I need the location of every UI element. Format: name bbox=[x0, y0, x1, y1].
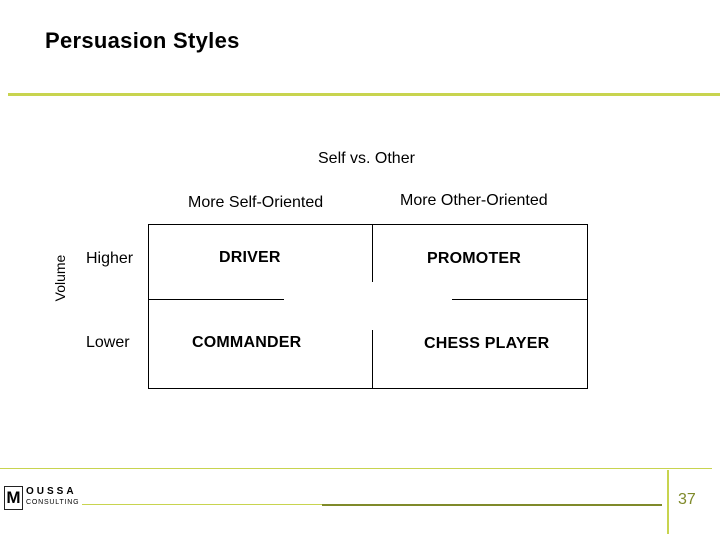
footer-rule-dark bbox=[322, 504, 662, 506]
top-axis-label: Self vs. Other bbox=[318, 150, 415, 167]
column-header-other: More Other-Oriented bbox=[400, 192, 548, 209]
cell-driver: DRIVER bbox=[219, 249, 281, 266]
logo-subtitle: CONSULTING bbox=[26, 499, 80, 506]
cell-chess-player: CHESS PLAYER bbox=[424, 335, 550, 352]
row-header-lower: Lower bbox=[86, 334, 130, 351]
company-logo: M OUSSA CONSULTING bbox=[4, 486, 80, 514]
row-header-higher: Higher bbox=[86, 250, 134, 267]
footer-divider bbox=[0, 468, 712, 469]
logo-mark: M bbox=[4, 486, 23, 510]
matrix-mid-divider-right bbox=[452, 299, 588, 300]
page-number: 37 bbox=[678, 491, 696, 508]
column-header-self: More Self-Oriented bbox=[188, 194, 324, 211]
slide-title: Persuasion Styles bbox=[45, 28, 240, 53]
matrix-right-border bbox=[587, 224, 588, 389]
matrix-top-border bbox=[148, 224, 588, 225]
matrix-center-divider-top bbox=[372, 224, 373, 282]
footer-rule-light bbox=[82, 504, 322, 505]
cell-commander: COMMANDER bbox=[192, 334, 302, 351]
matrix-mid-divider-left bbox=[148, 299, 284, 300]
left-axis-label: Volume bbox=[52, 254, 68, 302]
title-divider bbox=[8, 93, 720, 96]
footer-vertical-bar bbox=[667, 470, 669, 534]
matrix-bottom-border bbox=[148, 388, 588, 389]
matrix-center-divider-bottom bbox=[372, 330, 373, 389]
matrix-left-border bbox=[148, 224, 149, 389]
cell-promoter: PROMOTER bbox=[427, 250, 522, 267]
logo-word: OUSSA bbox=[26, 486, 77, 497]
